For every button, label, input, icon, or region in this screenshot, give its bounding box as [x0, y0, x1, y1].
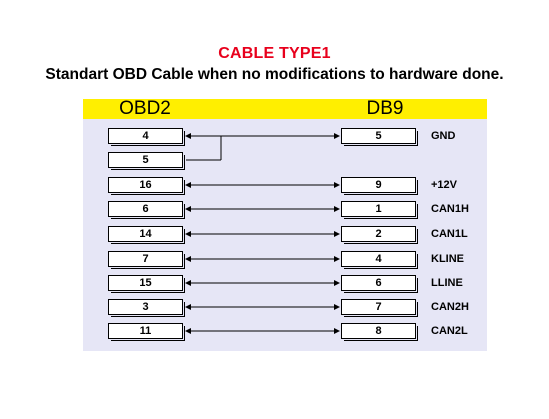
signal-label: CAN2H	[431, 301, 469, 313]
header-bar	[83, 99, 487, 119]
signal-label: GND	[431, 130, 456, 142]
db9-pin: 7	[341, 299, 418, 317]
cable-title: CABLE TYPE1	[218, 45, 331, 62]
signal-label: LLINE	[431, 277, 463, 289]
signal-label: CAN1H	[431, 203, 469, 215]
signal-label: CAN1L	[431, 228, 468, 240]
signal-label: KLINE	[431, 253, 464, 265]
db9-header: DB9	[366, 98, 404, 119]
obd2-pin: 14	[108, 226, 185, 244]
obd2-header: OBD2	[119, 98, 171, 119]
signal-label: +12V	[431, 179, 457, 191]
signal-label: CAN2L	[431, 325, 468, 337]
cable-subtitle: Standart OBD Cable when no modifications…	[45, 66, 504, 83]
